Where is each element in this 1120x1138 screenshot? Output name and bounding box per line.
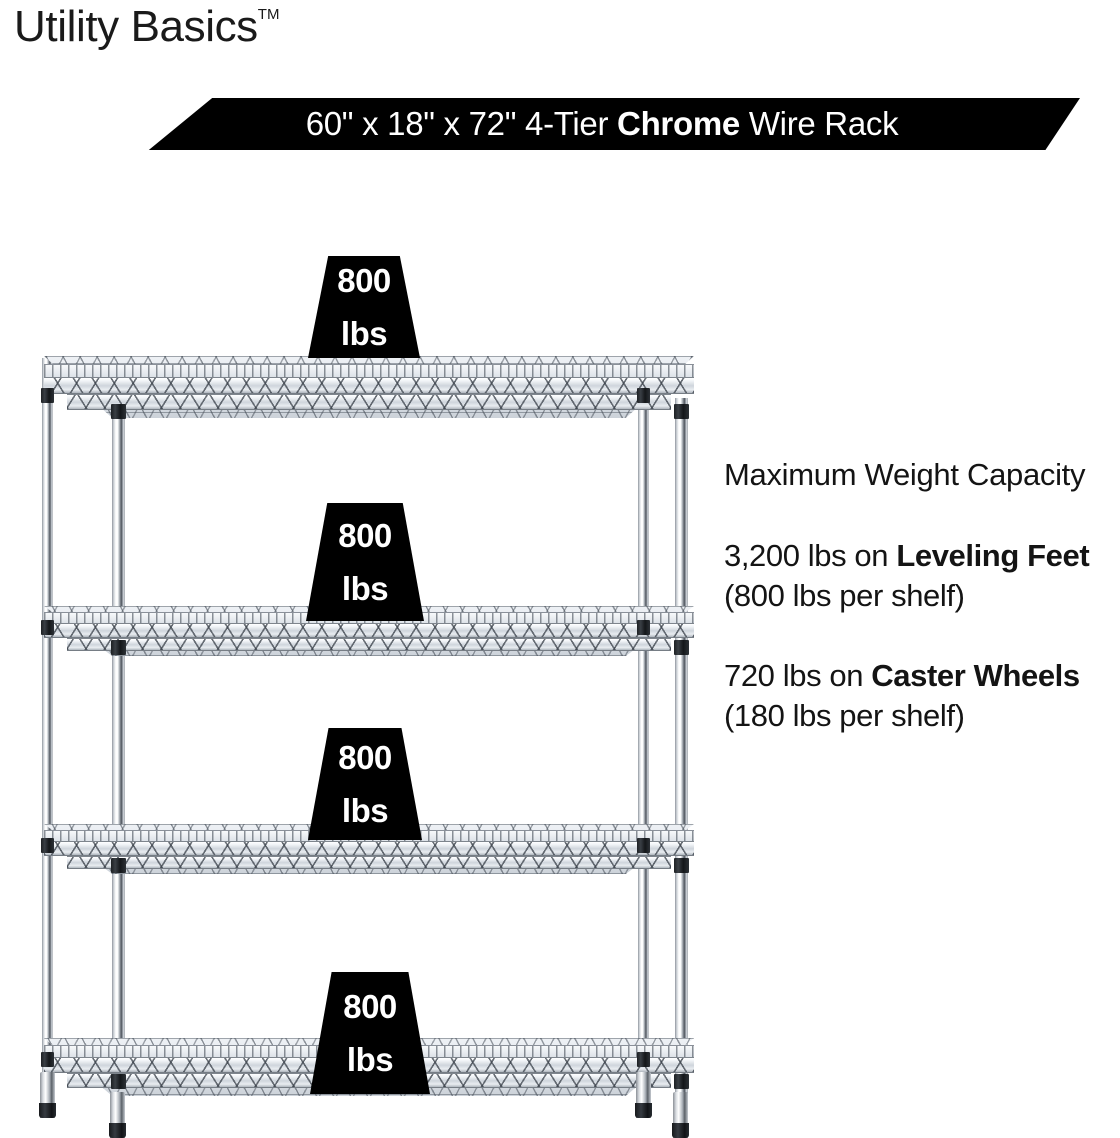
shelf-4-collar-front-left [111,1074,126,1089]
leveling-foot-rear-left-tip [39,1103,56,1118]
capacity-badge-4-number: 800 [343,988,397,1025]
shelf-1-lower-truss-zigzag [66,395,672,409]
shelf-2-truss-zigzag [44,624,694,637]
capacity-badge-shelf-4: 800 lbs [310,972,430,1094]
shelf-2-collar-front-left [111,640,126,655]
shelf-3-collar-rear-left [41,838,54,853]
shelf-tier-2 [44,606,694,656]
leveling-foot-front-right [672,1092,689,1138]
capacity-badge-3-number: 800 [338,739,392,776]
rear-post-right [638,358,649,1118]
shelf-1-collar-rear-right [637,388,650,403]
shelf-2-collar-rear-right [637,620,650,635]
shelf-3-collar-front-right [674,858,689,873]
capacity-badge-4-unit: lbs [346,1041,394,1078]
banner-material: Chrome [617,105,740,142]
capacity-badge-shelf-1: 800 lbs [308,256,420,358]
leveling-foot-front-left-tip [109,1123,126,1138]
shelf-1-front-rail [44,377,694,394]
title-banner: 60" x 18" x 72" 4-Tier Chrome Wire Rack [148,98,1080,150]
caster-wheels-label: Caster Wheels [871,657,1080,693]
capacity-badge-3-unit: lbs [341,792,389,829]
leveling-foot-front-right-tip [672,1123,689,1138]
leveling-foot-rear-right-tip [635,1103,652,1118]
copy-spacer-2 [724,617,1120,656]
shelf-1-lower-rail [66,394,672,410]
capacity-badge-shelf-3: 800 lbs [308,728,422,840]
brand-wordmark: Utility BasicsTM [14,2,279,52]
caster-wheels-total: 720 lbs on [724,657,872,693]
leveling-foot-rear-left [39,1072,56,1118]
shelf-3-front-rail [44,841,694,856]
shelf-2-lower-truss-zigzag [66,639,672,650]
shelf-3-lower-truss-zigzag [66,857,672,868]
shelf-4-collar-front-right [674,1074,689,1089]
leveling-feet-total: 3,200 lbs on [724,537,897,573]
leveling-feet-detail: (800 lbs per shelf) [724,578,965,614]
capacity-badge-2-unit: lbs [341,570,389,607]
front-post-left [112,398,125,1098]
shelf-4-collar-rear-left [41,1052,54,1067]
shelf-3-truss-zigzag [44,842,694,855]
caster-wheels-detail: (180 lbs per shelf) [724,698,965,734]
copy-spacer-1 [724,496,1120,536]
trademark-symbol: TM [257,6,280,23]
shelf-1-collar-front-left [111,404,126,419]
capacity-badge-2-number: 800 [338,517,392,554]
shelf-tier-1 [44,356,694,418]
banner-tier: 4-Tier [525,105,609,142]
leveling-foot-rear-right [635,1072,652,1118]
banner-dimensions: 60" x 18" x 72" [305,105,517,142]
shelf-1-collar-front-right [674,404,689,419]
front-post-right [675,398,688,1098]
shelf-2-collar-rear-left [41,620,54,635]
leveling-feet-capacity: 3,200 lbs on Leveling Feet (800 lbs per … [724,536,1120,617]
shelf-2-lower-rail [66,638,672,651]
shelf-2-front-rail [44,623,694,638]
rear-post-left [42,358,53,1118]
caster-wheels-capacity: 720 lbs on Caster Wheels (180 lbs per sh… [724,656,1120,737]
leveling-feet-label: Leveling Feet [896,537,1090,573]
leveling-foot-front-left [109,1092,126,1138]
shelf-2-collar-front-right [674,640,689,655]
shelf-3-collar-front-left [111,858,126,873]
shelf-3-lower-rail [66,856,672,869]
capacity-copy-block: Maximum Weight Capacity 3,200 lbs on Lev… [724,455,1120,737]
title-banner-text: 60" x 18" x 72" 4-Tier Chrome Wire Rack [149,98,1080,150]
brand-name: Utility Basics [14,2,258,51]
capacity-badge-shelf-2: 800 lbs [306,503,424,621]
wire-rack-illustration: 800 lbs 800 lbs 800 lbs 800 lbs [39,256,694,1138]
shelf-4-collar-rear-right [637,1052,650,1067]
shelf-1-collar-rear-left [41,388,54,403]
shelf-1-truss-zigzag [44,378,694,393]
shelf-3-collar-rear-right [637,838,650,853]
capacity-badge-1-unit: lbs [340,315,388,352]
banner-product: Wire Rack [748,105,899,142]
capacity-badge-1-number: 800 [337,262,391,299]
shelf-tier-3 [44,824,694,874]
capacity-heading: Maximum Weight Capacity [724,457,1086,492]
shelf-1-wire-ticks [44,364,694,377]
